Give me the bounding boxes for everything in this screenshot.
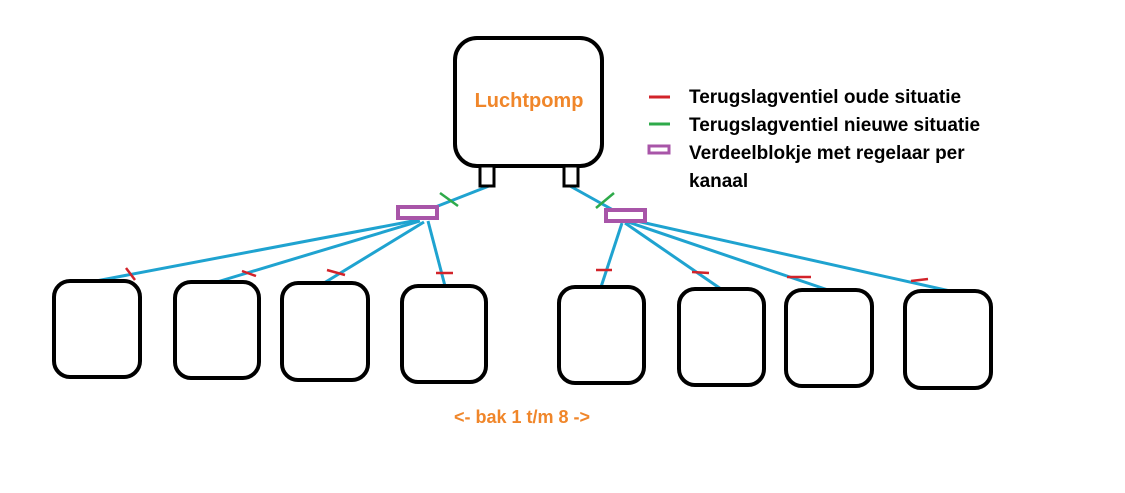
legend-block-label-line1: Verdeelblokje met regelaar per (689, 143, 965, 164)
valve-old-8 (910, 277, 929, 283)
tube-branch-8 (631, 218, 951, 293)
legend-block-label-line2: kanaal (689, 171, 748, 192)
branch-tubes (95, 218, 951, 293)
distribution-block-right (604, 208, 647, 223)
pump-label: Luchtpomp (475, 90, 584, 112)
legend-old-valve-label: Terugslagventiel oude situatie (689, 87, 961, 108)
tank-4 (400, 284, 488, 384)
tube-branch-2 (216, 219, 421, 284)
valve-old-2 (241, 269, 257, 278)
tank-3 (280, 281, 370, 382)
tube-branch-7 (627, 220, 832, 293)
tube-branch-4 (426, 220, 447, 287)
tube-branch-1 (95, 218, 419, 283)
valve-new-right (595, 192, 615, 209)
valve-new-left (439, 191, 459, 208)
pump-body (453, 36, 604, 168)
tanks-label: <- bak 1 t/m 8 -> (454, 407, 590, 427)
tank-5 (557, 285, 646, 385)
tanks (52, 279, 993, 390)
new-valves (439, 191, 615, 209)
pump-outlet-right (562, 164, 580, 188)
tank-8 (903, 289, 993, 390)
tube-branch-5 (599, 222, 624, 288)
tube-branch-6 (624, 221, 722, 291)
legend: Terugslagventiel oude situatie Terugslag… (647, 87, 980, 192)
air-pump: Luchtpomp (453, 36, 604, 188)
valve-old-1 (125, 267, 136, 281)
tank-7 (784, 288, 874, 388)
old-valves (125, 267, 929, 283)
tank-6 (677, 287, 766, 387)
legend-new-valve-label: Terugslagventiel nieuwe situatie (689, 115, 980, 136)
tank-2 (173, 280, 261, 380)
tank-1 (52, 279, 142, 379)
legend-block-swatch (647, 144, 671, 155)
distribution-block-left (396, 205, 439, 220)
distribution-blocks (396, 205, 647, 223)
valve-old-3 (326, 268, 346, 277)
pump-outlet-left (478, 164, 496, 188)
valve-old-6 (691, 270, 710, 275)
